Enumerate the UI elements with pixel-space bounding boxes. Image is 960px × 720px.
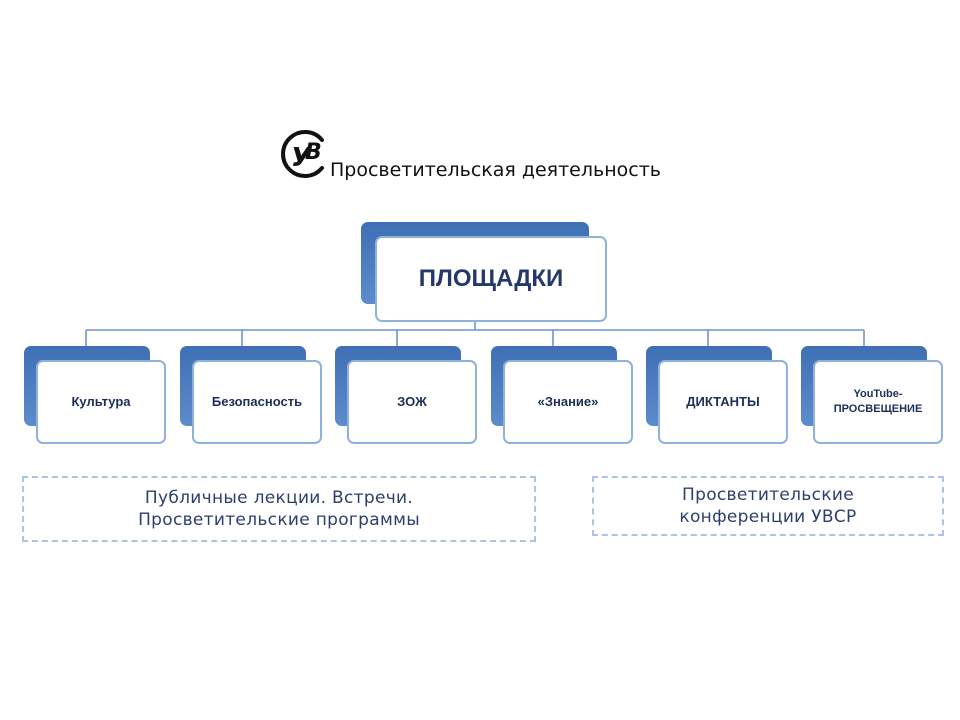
node-zozh: ЗОЖ (335, 346, 477, 444)
node-bezopasnost: Безопасность (180, 346, 322, 444)
note-public-lectures: Публичные лекции. Встречи. Просветительс… (22, 476, 536, 542)
svg-text:В: В (305, 140, 322, 165)
node-label: Безопасность (211, 394, 303, 409)
node-diktanty: ДИКТАНТЫ (646, 346, 788, 444)
node-label: Культура (71, 394, 131, 409)
node-label: «Знание» (537, 394, 599, 409)
node-kultura: Культура (24, 346, 166, 444)
node-label: ДИКТАНТЫ (686, 394, 760, 409)
node-label: ЗОЖ (397, 394, 427, 409)
node-label: YouTube- ПРОСВЕЩЕНИЕ (833, 388, 923, 415)
header: У В Просветительская деятельность (278, 126, 698, 182)
root-node-label: ПЛОЩАДКИ (418, 265, 564, 292)
page-title: Просветительская деятельность (330, 159, 661, 181)
svg-text:У: У (291, 143, 313, 173)
note-conferences: Просветительские конференции УВСР (592, 476, 944, 536)
node-znanie: «Знание» (491, 346, 633, 444)
note-text: Публичные лекции. Встречи. Просветительс… (138, 488, 420, 530)
note-text: Просветительские конференции УВСР (679, 485, 857, 527)
root-node: ПЛОЩАДКИ (361, 222, 607, 322)
uvsr-logo-icon: У В (278, 126, 334, 182)
node-youtube-prosveshchenie: YouTube- ПРОСВЕЩЕНИЕ (801, 346, 943, 444)
